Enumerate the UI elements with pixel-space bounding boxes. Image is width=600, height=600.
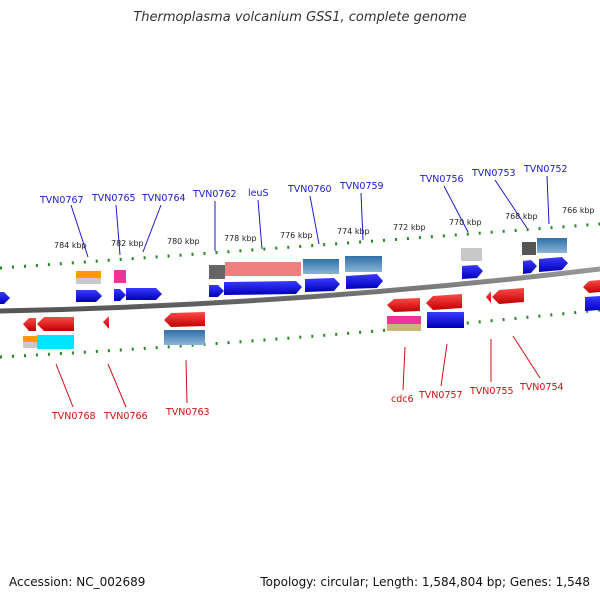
gene-feature[interactable] bbox=[164, 330, 205, 345]
gene-arrow[interactable] bbox=[387, 298, 420, 312]
gene-feature[interactable] bbox=[76, 271, 101, 278]
gene-arrow[interactable] bbox=[346, 274, 383, 289]
gene-label[interactable]: TVN0754 bbox=[519, 382, 564, 393]
gene-arrow[interactable] bbox=[305, 278, 340, 292]
gene-arrow[interactable] bbox=[209, 285, 224, 297]
gene-label[interactable]: TVN0755 bbox=[469, 386, 514, 397]
gene-feature[interactable] bbox=[76, 278, 101, 284]
gene-label[interactable]: TVN0760 bbox=[287, 184, 332, 195]
accession-text: Accession: NC_002689 bbox=[9, 575, 146, 589]
gene-label[interactable]: TVN0766 bbox=[103, 411, 148, 422]
gene-label[interactable]: TVN0757 bbox=[418, 390, 463, 401]
gene-arrow[interactable] bbox=[0, 292, 10, 304]
genome-title: Thermoplasma volcanium GSS1, complete ge… bbox=[133, 10, 467, 25]
gene-label[interactable]: TVN0759 bbox=[339, 181, 384, 192]
gene-feature[interactable] bbox=[537, 238, 567, 253]
gene-arrow[interactable] bbox=[103, 316, 109, 329]
gene-label[interactable]: TVN0756 bbox=[419, 174, 464, 185]
gene-arrow[interactable] bbox=[462, 265, 483, 279]
tick-label: 782 kbp bbox=[111, 239, 144, 248]
gene-arrow[interactable] bbox=[23, 318, 36, 331]
tick-label: 778 kbp bbox=[224, 234, 257, 243]
gene-feature[interactable] bbox=[23, 336, 37, 342]
gene-feature[interactable] bbox=[345, 256, 382, 272]
gene-feature[interactable] bbox=[37, 335, 74, 349]
gene-label[interactable]: TVN0764 bbox=[141, 193, 186, 204]
gene-feature[interactable] bbox=[427, 312, 464, 328]
gene-arrow[interactable] bbox=[224, 281, 302, 295]
gene-feature[interactable] bbox=[209, 265, 225, 279]
gene-label[interactable]: cdc6 bbox=[391, 394, 414, 405]
gene-feature[interactable] bbox=[303, 259, 339, 274]
gene-arrow[interactable] bbox=[539, 257, 568, 272]
gene-feature[interactable] bbox=[225, 262, 301, 276]
gene-arrow[interactable] bbox=[76, 290, 102, 302]
tick-label: 772 kbp bbox=[393, 223, 426, 232]
gene-feature[interactable] bbox=[522, 242, 536, 255]
gene-feature[interactable] bbox=[23, 342, 37, 348]
gene-label[interactable]: TVN0753 bbox=[471, 168, 516, 179]
top-features bbox=[0, 238, 600, 311]
top-gene-labels: TVN0767 TVN0765 TVN0764 TVN0762 leuS TVN… bbox=[39, 164, 568, 206]
gene-arrow[interactable] bbox=[583, 280, 600, 293]
genome-axis bbox=[0, 266, 600, 314]
gene-label[interactable]: leuS bbox=[248, 188, 269, 199]
gene-label[interactable]: TVN0765 bbox=[91, 193, 136, 204]
tick-label: 770 kbp bbox=[449, 218, 482, 227]
gene-label[interactable]: TVN0752 bbox=[523, 164, 568, 175]
tick-label: 776 kbp bbox=[280, 231, 313, 240]
gene-arrow[interactable] bbox=[164, 312, 205, 327]
gene-arrow[interactable] bbox=[37, 317, 74, 331]
gene-feature[interactable] bbox=[461, 248, 482, 261]
gene-arrow[interactable] bbox=[523, 260, 537, 274]
gene-label[interactable]: TVN0768 bbox=[51, 411, 96, 422]
gene-label[interactable]: TVN0763 bbox=[165, 407, 210, 418]
gene-label[interactable]: TVN0762 bbox=[192, 189, 237, 200]
tick-label: 766 kbp bbox=[562, 206, 595, 215]
genome-summary-text: Topology: circular; Length: 1,584,804 bp… bbox=[260, 575, 590, 589]
gene-feature[interactable] bbox=[387, 324, 421, 331]
tick-label: 774 kbp bbox=[337, 227, 370, 236]
gene-arrow[interactable] bbox=[486, 291, 491, 303]
label-leaders bbox=[55, 175, 550, 408]
gene-feature[interactable] bbox=[114, 270, 126, 283]
tick-label: 780 kbp bbox=[167, 237, 200, 246]
tick-label: 784 kbp bbox=[54, 241, 87, 250]
gene-arrow[interactable] bbox=[426, 294, 462, 310]
gene-arrow[interactable] bbox=[126, 288, 162, 300]
tick-label: 768 kbp bbox=[505, 212, 538, 221]
bottom-gene-labels: TVN0768 TVN0766 TVN0763 cdc6 TVN0757 TVN… bbox=[51, 382, 564, 422]
gene-label[interactable]: TVN0767 bbox=[39, 195, 84, 206]
bottom-features bbox=[23, 280, 600, 349]
gene-arrow[interactable] bbox=[114, 289, 126, 301]
gene-feature[interactable] bbox=[387, 316, 421, 324]
top-guide-track bbox=[0, 222, 600, 270]
gene-arrow[interactable] bbox=[585, 296, 600, 311]
bottom-guide-track bbox=[0, 308, 600, 359]
scale-ticks: 784 kbp 782 kbp 780 kbp 778 kbp 776 kbp … bbox=[54, 206, 595, 250]
gene-arrow[interactable] bbox=[492, 288, 524, 304]
